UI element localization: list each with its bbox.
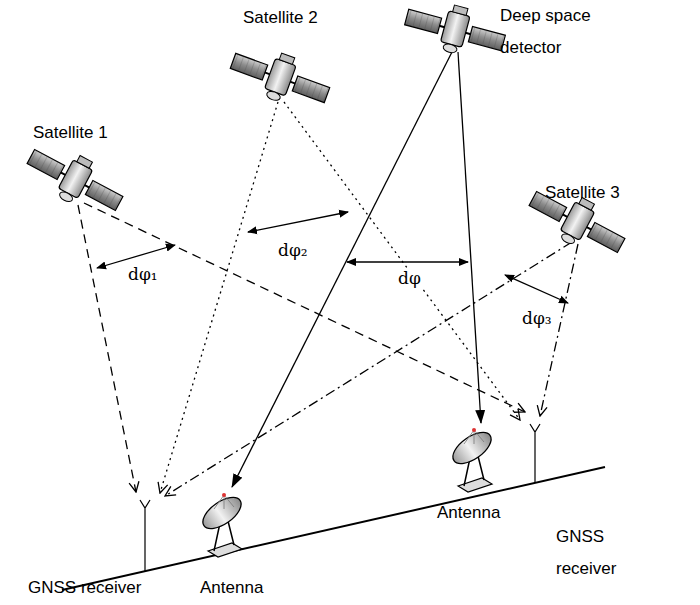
- phase-arrow: [248, 212, 348, 232]
- satellite-icon: [20, 135, 130, 223]
- detector-signal: [458, 52, 481, 423]
- receiver-label: GNSS receiver: [556, 521, 640, 585]
- gnss-antenna: [140, 500, 150, 572]
- phase-arrow: [505, 275, 568, 303]
- ground-line: [62, 467, 605, 590]
- signal-ray: [165, 242, 572, 496]
- signal-ray: [160, 102, 278, 493]
- signal-ray: [84, 203, 525, 412]
- phase-label: dφ₂: [276, 240, 310, 260]
- antenna-dish: [198, 491, 247, 557]
- antenna-dish: [448, 426, 497, 492]
- detector-icon: [401, 0, 510, 65]
- phase-label: dφ₁: [126, 264, 160, 284]
- satellite-icon: [225, 38, 335, 116]
- satellite-label: Satellite 1: [33, 123, 108, 143]
- detector-signal: [232, 52, 452, 487]
- antenna-label: Antenna: [437, 503, 500, 523]
- satellite-icon: [522, 177, 632, 265]
- detector-label: Deep space detector: [500, 0, 596, 64]
- signal-ray: [540, 244, 578, 416]
- phase-arrow: [347, 261, 468, 262]
- receiver-label: GNSS receiver: [28, 578, 141, 598]
- phase-label: dφ₃: [520, 308, 554, 328]
- gnss-antenna: [530, 424, 540, 483]
- satellite-label: Satellite 2: [243, 8, 318, 28]
- antenna-label: Antenna: [200, 578, 263, 598]
- satellite-label: Satellite 3: [545, 183, 620, 203]
- phase-label: dφ: [396, 268, 423, 288]
- signal-ray: [78, 205, 136, 492]
